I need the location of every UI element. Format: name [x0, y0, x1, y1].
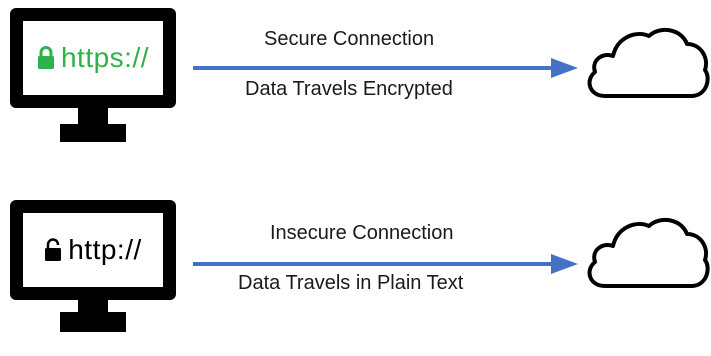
lock-closed-icon: [37, 46, 54, 69]
monitor-screen: https://: [23, 21, 163, 95]
monitor-screen: http://: [23, 213, 163, 287]
secure-connection-title: Secure Connection: [264, 28, 435, 50]
url-scheme-display: http://: [23, 213, 163, 287]
arrow-right-icon: [193, 58, 578, 78]
arrow-right-icon: [193, 254, 578, 274]
lock-open-icon: [45, 238, 62, 261]
cloud-icon: [587, 27, 710, 98]
insecure-connection-description: Data Travels in Plain Text: [238, 272, 464, 294]
monitor-neck: [78, 108, 108, 126]
https-scheme-label: https://: [60, 42, 150, 73]
http-scheme-label: http://: [68, 234, 142, 265]
insecure-connection-title: Insecure Connection: [270, 222, 454, 244]
monitor-stand: [60, 124, 126, 142]
computer-monitor-icon: https://: [10, 8, 176, 108]
monitor-stand: [60, 312, 126, 332]
url-scheme-display: https://: [23, 21, 163, 95]
secure-connection-row: https:// Secure Connection Data Travels …: [0, 0, 711, 168]
cloud-icon: [587, 217, 710, 288]
insecure-connection-row: http:// Insecure Connection Data Travels…: [0, 188, 711, 356]
secure-connection-description: Data Travels Encrypted: [245, 78, 453, 100]
computer-monitor-icon: http://: [10, 200, 176, 300]
monitor-neck: [78, 300, 108, 314]
